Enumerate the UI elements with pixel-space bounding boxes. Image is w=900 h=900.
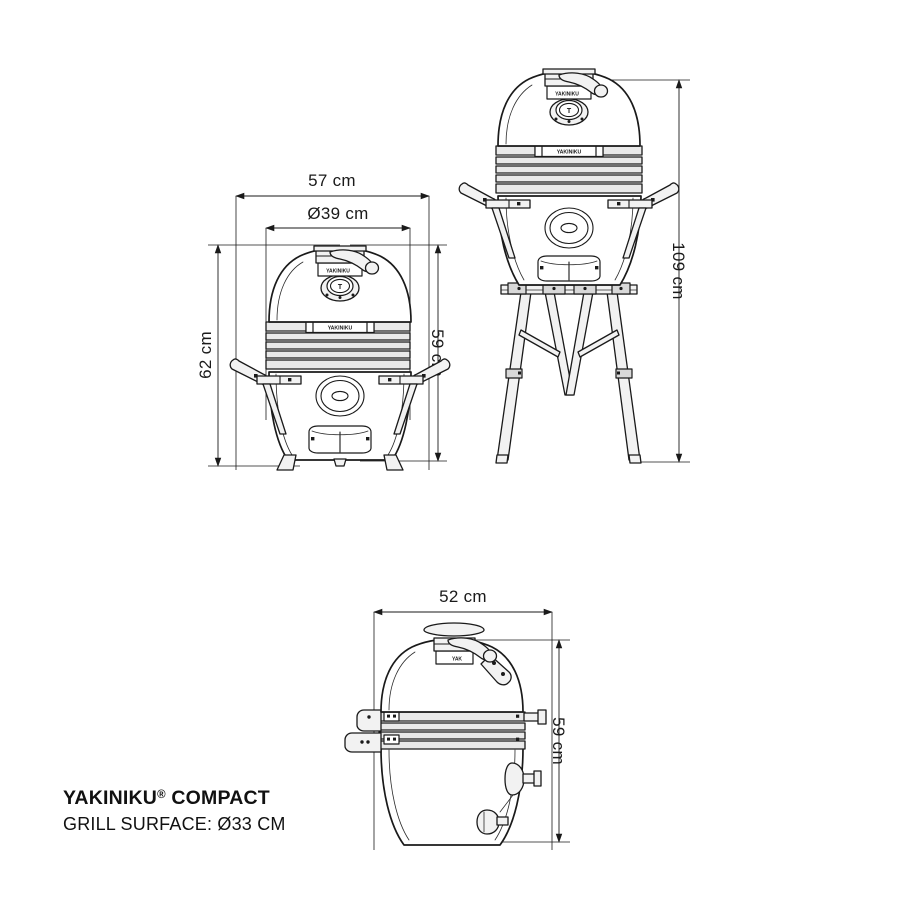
- lower-air-vent-ring: [544, 207, 594, 249]
- dim-label-109cm: 109 cm: [669, 242, 688, 300]
- side-lid-badge-text: YAK: [452, 656, 462, 662]
- dome-thermometer: T: [320, 274, 360, 302]
- dim-label-62cm: 62 cm: [196, 331, 215, 379]
- dimension-lines-view3: [373, 608, 570, 850]
- side-shelf-handle-left: [458, 182, 531, 259]
- front-view-short-legs: 57 cm Ø39 cm 62 cm 59 cm: [196, 171, 451, 471]
- side-view-profile: 52 cm 59 cm: [344, 587, 570, 850]
- ash-drawer-door: [308, 425, 372, 454]
- short-foot-right: [383, 454, 404, 471]
- dim-label-d39cm: Ø39 cm: [307, 204, 368, 223]
- caption-brand: YAKINIKU: [63, 787, 157, 809]
- side-shelf-handle-left: [229, 358, 302, 435]
- tripod-stand-legs: [495, 291, 642, 464]
- short-foot-left: [276, 454, 297, 471]
- caption-block: YAKINIKU® COMPACT GRILL SURFACE: Ø33 CM: [63, 787, 286, 834]
- lid-vent-badge-text: YAKINIKU: [326, 268, 350, 274]
- thermometer-badge-text: T: [567, 108, 572, 115]
- dimension-lines-view1: [208, 192, 447, 470]
- caption-subtitle: GRILL SURFACE: Ø33 CM: [63, 814, 286, 834]
- lid-latch-handle: [499, 762, 542, 813]
- lower-air-vent-ring: [315, 375, 365, 417]
- band-badge-text: YAKINIKU: [328, 326, 353, 332]
- dim-label-52cm: 52 cm: [439, 587, 487, 606]
- band-hardware-right: [516, 709, 547, 741]
- stainless-hinge-band: [378, 711, 526, 750]
- ceramic-base-bowl: [380, 747, 524, 846]
- front-view-tripod-stand: 109 cm: [458, 68, 690, 464]
- band-badge-text: YAKINIKU: [557, 150, 582, 156]
- dim-label-59cm-view3: 59 cm: [549, 717, 568, 765]
- band-hardware-left: [344, 709, 400, 753]
- dim-label-57cm: 57 cm: [308, 171, 356, 190]
- grill-assembly-view3: YAK: [344, 622, 547, 846]
- grill-assembly-view2: YAKINIKU T YAKINIKU: [458, 68, 680, 286]
- dome-thermometer: T: [549, 98, 589, 126]
- lid-lift-handle: [329, 249, 380, 275]
- lid-lift-handle: [447, 637, 498, 663]
- caption-model: COMPACT: [166, 787, 270, 809]
- base-centre-tab: [333, 458, 347, 467]
- ash-drawer-door: [537, 255, 601, 282]
- tripod-cross-brace: [500, 282, 638, 295]
- lid-vent-badge-text: YAKINIKU: [555, 91, 579, 97]
- lid-lift-handle: [558, 72, 609, 98]
- side-shelf-handle-right: [607, 182, 680, 259]
- lower-side-vent-slide: [476, 809, 509, 835]
- caption-title: YAKINIKU® COMPACT: [63, 787, 270, 809]
- caption-registered-mark: ®: [157, 789, 166, 801]
- grill-assembly-view1: YAKINIKU T YAKINIKU: [229, 245, 451, 471]
- side-shelf-handle-right: [378, 358, 451, 435]
- thermometer-badge-text: T: [338, 284, 343, 291]
